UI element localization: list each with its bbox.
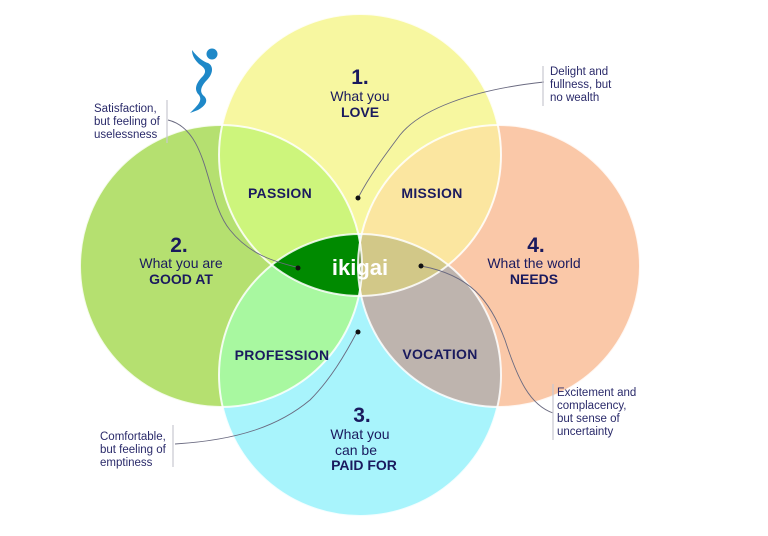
leader-line-bottom-right xyxy=(420,265,554,414)
paid-for-line2: PAID FOR xyxy=(331,457,397,473)
svg-text:emptiness: emptiness xyxy=(100,457,153,469)
note-top-left: Satisfaction, but feeling of uselessness xyxy=(94,103,161,141)
needs-number: 4. xyxy=(527,234,545,257)
good-at-line1: What you are xyxy=(139,255,222,271)
svg-text:uncertainty: uncertainty xyxy=(557,426,614,438)
mission-label: MISSION xyxy=(401,185,462,201)
svg-text:uselessness: uselessness xyxy=(94,129,158,141)
dot-passion-mission xyxy=(355,195,361,201)
svg-text:no wealth: no wealth xyxy=(550,92,599,104)
paid-for-line1b: can be xyxy=(335,442,377,458)
svg-text:but feeling of: but feeling of xyxy=(94,116,161,128)
svg-text:Comfortable,: Comfortable, xyxy=(100,431,166,443)
passion-label: PASSION xyxy=(248,185,312,201)
note-bottom-left: Comfortable, but feeling of emptiness xyxy=(100,431,167,469)
needs-line2: NEEDS xyxy=(510,271,558,287)
paid-for-number: 3. xyxy=(353,404,371,427)
profession-label: PROFESSION xyxy=(235,347,330,363)
svg-text:fullness, but: fullness, but xyxy=(550,79,612,91)
dancing-figure-logo-icon xyxy=(190,48,218,113)
edge-paid-for xyxy=(218,233,502,517)
leader-line-bottom-left xyxy=(174,329,359,445)
svg-text:but feeling of: but feeling of xyxy=(100,444,167,456)
good-at-number: 2. xyxy=(170,234,188,257)
good-at-line2: GOOD AT xyxy=(149,271,213,287)
note-bottom-right: Excitement and complacency, but sense of… xyxy=(557,387,636,438)
leader-line-top-right xyxy=(357,81,545,199)
paid-for-line1: What you xyxy=(330,426,389,442)
vocation-label: VOCATION xyxy=(402,346,477,362)
svg-text:complacency,: complacency, xyxy=(557,400,626,412)
dot-love-needs-paid xyxy=(418,263,424,269)
edge-good-at xyxy=(79,124,363,408)
svg-text:but sense of: but sense of xyxy=(557,413,620,425)
svg-text:Excitement and: Excitement and xyxy=(557,387,636,399)
note-top-right: Delight and fullness, but no wealth xyxy=(550,66,612,104)
dot-good-paid-needs xyxy=(355,329,361,335)
dot-love-good-paid xyxy=(295,265,301,271)
needs-line1: What the world xyxy=(487,255,580,271)
edge-love xyxy=(218,13,502,297)
love-line2: LOVE xyxy=(341,104,379,120)
svg-text:Delight and: Delight and xyxy=(550,66,608,78)
love-number: 1. xyxy=(351,66,369,89)
svg-text:Satisfaction,: Satisfaction, xyxy=(94,103,157,115)
ikigai-center-label: ikigai xyxy=(332,255,388,280)
leader-line-top-left xyxy=(167,119,301,269)
love-line1: What you xyxy=(330,88,389,104)
edge-needs xyxy=(357,124,641,408)
